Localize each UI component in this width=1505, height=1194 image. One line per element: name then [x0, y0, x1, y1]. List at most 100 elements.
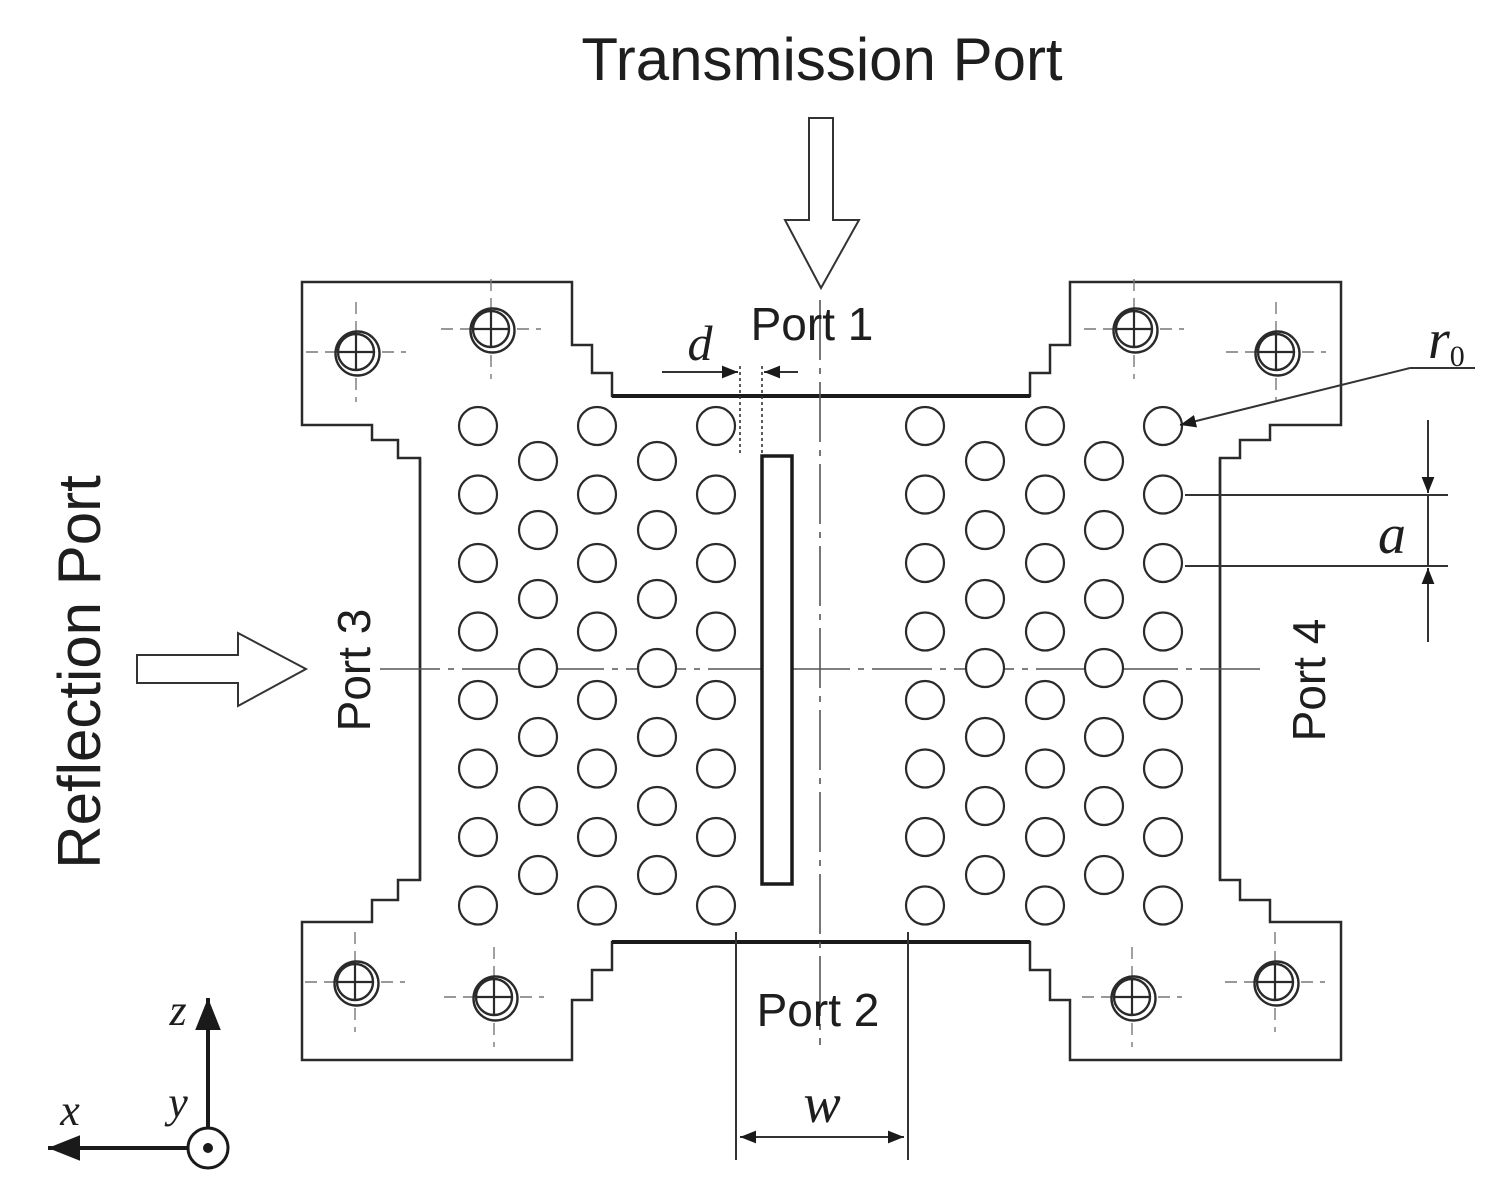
axis-z-label: z — [168, 986, 186, 1035]
hole — [964, 440, 1006, 482]
hole — [576, 748, 618, 789]
hole — [695, 679, 737, 721]
screw-hole — [1084, 279, 1184, 379]
screw-hole — [1082, 947, 1182, 1047]
screw-hole — [444, 947, 544, 1047]
hole — [636, 647, 678, 689]
port3-label: Port 3 — [328, 609, 380, 732]
screw-hole — [1226, 302, 1326, 402]
hole — [904, 679, 946, 721]
hole-array — [457, 405, 1184, 926]
w-dimension — [735, 932, 909, 1160]
hole — [517, 647, 559, 689]
hole — [904, 405, 946, 447]
d-dimension — [662, 365, 798, 455]
hole — [1142, 816, 1184, 858]
hole — [1142, 405, 1184, 447]
hole — [1024, 542, 1066, 584]
port1-label: Port 1 — [751, 298, 874, 350]
hole — [964, 854, 1006, 896]
axis-x-label: x — [59, 1086, 80, 1135]
screw-hole — [305, 932, 405, 1032]
hole — [576, 816, 618, 858]
hole — [1024, 679, 1066, 721]
hole — [695, 611, 737, 652]
hole — [964, 647, 1006, 689]
a-label: a — [1378, 504, 1406, 566]
hole — [576, 542, 618, 584]
hole — [1142, 885, 1184, 926]
hole — [1024, 885, 1066, 926]
hole — [457, 611, 499, 652]
central-slab — [760, 454, 794, 886]
plate-outline — [300, 280, 1343, 1062]
hole — [904, 748, 946, 789]
hole — [636, 509, 678, 551]
hole — [695, 405, 737, 447]
hole — [1142, 542, 1184, 584]
hole — [1083, 440, 1125, 482]
hole — [1024, 611, 1066, 652]
hole — [1083, 854, 1125, 896]
hole — [695, 885, 737, 926]
hole — [1083, 647, 1125, 689]
screw-hole — [306, 302, 406, 402]
screw-hole — [1225, 932, 1325, 1032]
hole — [964, 509, 1006, 551]
coordinate-axes — [48, 998, 230, 1170]
hole — [457, 474, 499, 515]
hole — [636, 716, 678, 758]
hole — [1142, 748, 1184, 789]
hole — [1083, 509, 1125, 551]
r0-leader — [1179, 367, 1475, 428]
hole — [636, 854, 678, 896]
hole — [636, 440, 678, 482]
hole — [636, 578, 678, 620]
r0-subscript: 0 — [1450, 340, 1465, 373]
hole — [904, 474, 946, 515]
hole — [904, 885, 946, 926]
hole — [964, 578, 1006, 620]
hole — [457, 885, 499, 926]
screw-holes — [305, 279, 1326, 1047]
hole — [517, 854, 559, 896]
hole — [517, 716, 559, 758]
hole — [517, 440, 559, 482]
port4-label: Port 4 — [1283, 619, 1335, 742]
hole — [695, 816, 737, 858]
hole — [576, 679, 618, 721]
hole — [904, 542, 946, 584]
r0-label: r0 — [1428, 309, 1465, 373]
hole — [1083, 716, 1125, 758]
w-label: w — [803, 1073, 840, 1135]
hole — [1024, 474, 1066, 515]
transmission-port-label: Transmission Port — [581, 26, 1063, 93]
hole — [576, 405, 618, 447]
port2-label: Port 2 — [757, 984, 880, 1036]
hole — [457, 405, 499, 447]
hole — [695, 542, 737, 584]
hole — [457, 542, 499, 584]
hole — [517, 785, 559, 827]
screw-hole — [441, 279, 541, 379]
hole — [904, 611, 946, 652]
hole — [1142, 611, 1184, 652]
hole — [457, 748, 499, 789]
hole — [904, 816, 946, 858]
hole — [1083, 578, 1125, 620]
transmission-arrow — [783, 117, 861, 291]
hole — [576, 611, 618, 652]
hole — [1024, 816, 1066, 858]
hole — [576, 885, 618, 926]
d-label: d — [688, 315, 714, 371]
a-dimension — [1185, 420, 1448, 642]
hole — [964, 716, 1006, 758]
hole — [1024, 405, 1066, 447]
hole — [1142, 474, 1184, 515]
hole — [457, 679, 499, 721]
hole — [1024, 748, 1066, 789]
axis-y-label: y — [164, 1078, 188, 1127]
hole — [1142, 679, 1184, 721]
